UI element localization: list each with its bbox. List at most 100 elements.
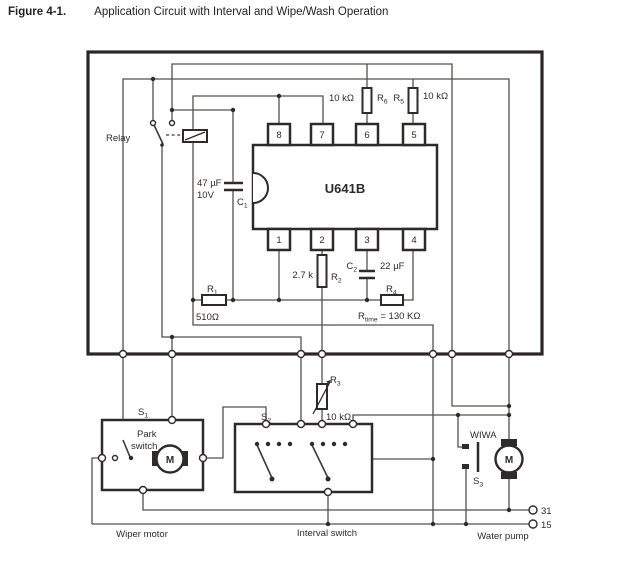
- water-pump-caption: Water pump: [477, 531, 528, 542]
- wiwa-label: WIWA: [470, 430, 497, 441]
- pushbutton-contact: [462, 444, 469, 449]
- pin-6: [354, 122, 380, 147]
- wiper-motor: [155, 444, 185, 474]
- rotary-contact: [331, 441, 337, 447]
- terminal-31-circle: [528, 505, 538, 515]
- terminal-15-label: 15: [541, 520, 552, 531]
- r3-label: R3: [330, 375, 341, 388]
- pin-2: [309, 227, 335, 252]
- r6-value: 10 kΩ: [329, 93, 354, 104]
- wire: [161, 146, 302, 354]
- wiper-motor-m: M: [166, 455, 174, 466]
- rotary-contact: [254, 441, 260, 447]
- wire: [122, 78, 510, 354]
- relay-coil-diagonal: [184, 131, 206, 141]
- junctions: [128, 76, 512, 527]
- s3-label: S3: [473, 476, 483, 489]
- ic-body: [251, 143, 439, 231]
- rotary-contact: [309, 441, 315, 447]
- rotary-contact: [320, 441, 326, 447]
- figure-title: Application Circuit with Interval and Wi…: [94, 6, 389, 18]
- park-switch-label-2: switch: [131, 441, 157, 452]
- r6-label: R6: [377, 93, 388, 106]
- relay-switch-arm: [153, 124, 164, 145]
- wire: [206, 406, 267, 459]
- r1-label: R1: [207, 284, 218, 297]
- c1-voltage: 10V: [197, 190, 215, 201]
- pin-5: [401, 122, 427, 147]
- r1-value: 510Ω: [196, 312, 219, 323]
- wire: [192, 300, 434, 354]
- pin-4-number: 4: [411, 235, 416, 246]
- r5-value: 10 kΩ: [423, 91, 448, 102]
- capacitor-c2: [359, 269, 375, 280]
- r5-label: R5: [393, 93, 404, 106]
- pin-2-number: 2: [319, 235, 324, 246]
- connection-circles: [97, 349, 538, 529]
- pin-8-number: 8: [276, 130, 281, 141]
- relay-label: Relay: [106, 133, 131, 144]
- wire: [457, 415, 463, 448]
- main-circuit-box: [86, 50, 544, 356]
- pump-motor-m: M: [505, 455, 513, 466]
- rotary-contact: [287, 441, 293, 447]
- resistor-r6: [361, 87, 373, 114]
- resistor-r3-arrow: [312, 381, 331, 415]
- capacitor-c1: [224, 181, 243, 192]
- r2-value: 2.7 k: [292, 270, 313, 281]
- pin-7-number: 7: [319, 130, 324, 141]
- s2-label: S2: [261, 412, 271, 425]
- c2-label: C2: [346, 261, 357, 274]
- c2-value: 22 µF: [380, 261, 405, 272]
- rotary-contact: [342, 441, 348, 447]
- relay-pivot: [160, 143, 164, 147]
- rotary-arm: [256, 444, 273, 479]
- pin-6-number: 6: [364, 130, 369, 141]
- pin-1-number: 1: [276, 235, 281, 246]
- water-pump: [494, 439, 524, 479]
- motor-brush: [501, 439, 517, 446]
- relay-contact: [149, 119, 157, 127]
- rotary-pivot: [269, 476, 275, 482]
- relay: [149, 119, 208, 147]
- park-switch-arm: [122, 439, 131, 458]
- resistor-r2: [316, 254, 328, 288]
- wiwa-switch: [462, 442, 480, 472]
- wire: [91, 457, 529, 525]
- resistor-r3-arrowhead: [326, 380, 331, 385]
- rtime-label: Rtime = 130 KΩ: [358, 311, 420, 324]
- motor-brush: [501, 472, 517, 479]
- rotary-pivot: [325, 476, 331, 482]
- figure-caption: Figure 4-1. Application Circuit with Inte…: [8, 6, 388, 18]
- terminal-15-circle: [528, 519, 538, 529]
- resistor-r5: [407, 87, 419, 114]
- s1-label: S1: [138, 407, 148, 420]
- pin-4: [401, 227, 427, 252]
- resistor-r1: [201, 294, 227, 306]
- variable-resistor-r3: [312, 380, 331, 415]
- pin-3-number: 3: [364, 235, 369, 246]
- s2-box: [233, 422, 374, 494]
- park-switch-contact: [111, 454, 119, 462]
- figure-number: Figure 4-1.: [8, 6, 67, 18]
- rotary-contact: [265, 441, 271, 447]
- park-switch-label-1: Park: [137, 429, 157, 440]
- capacitor-plates: [359, 269, 375, 280]
- rotary-arm: [311, 444, 329, 479]
- wiper-motor-box: [100, 418, 205, 492]
- pin-7: [309, 122, 335, 147]
- wire: [142, 491, 529, 511]
- r4-label: R4: [386, 284, 397, 297]
- wire: [451, 354, 509, 407]
- interval-switch-caption: Interval switch: [297, 528, 357, 539]
- wire: [192, 95, 324, 130]
- resistor-r4: [380, 294, 404, 306]
- pin-5-number: 5: [411, 130, 416, 141]
- pushbutton-contact: [462, 464, 469, 469]
- interval-switch-box: [233, 422, 374, 494]
- ic-notch: [252, 172, 269, 204]
- terminal-31-label: 31: [541, 506, 552, 517]
- r2-label: R2: [331, 272, 342, 285]
- circuit-diagram: Relay 47 µF 10V C1 10 kΩ R6 R5 10 kΩ U64…: [86, 50, 552, 542]
- ic-name: U641B: [325, 181, 365, 196]
